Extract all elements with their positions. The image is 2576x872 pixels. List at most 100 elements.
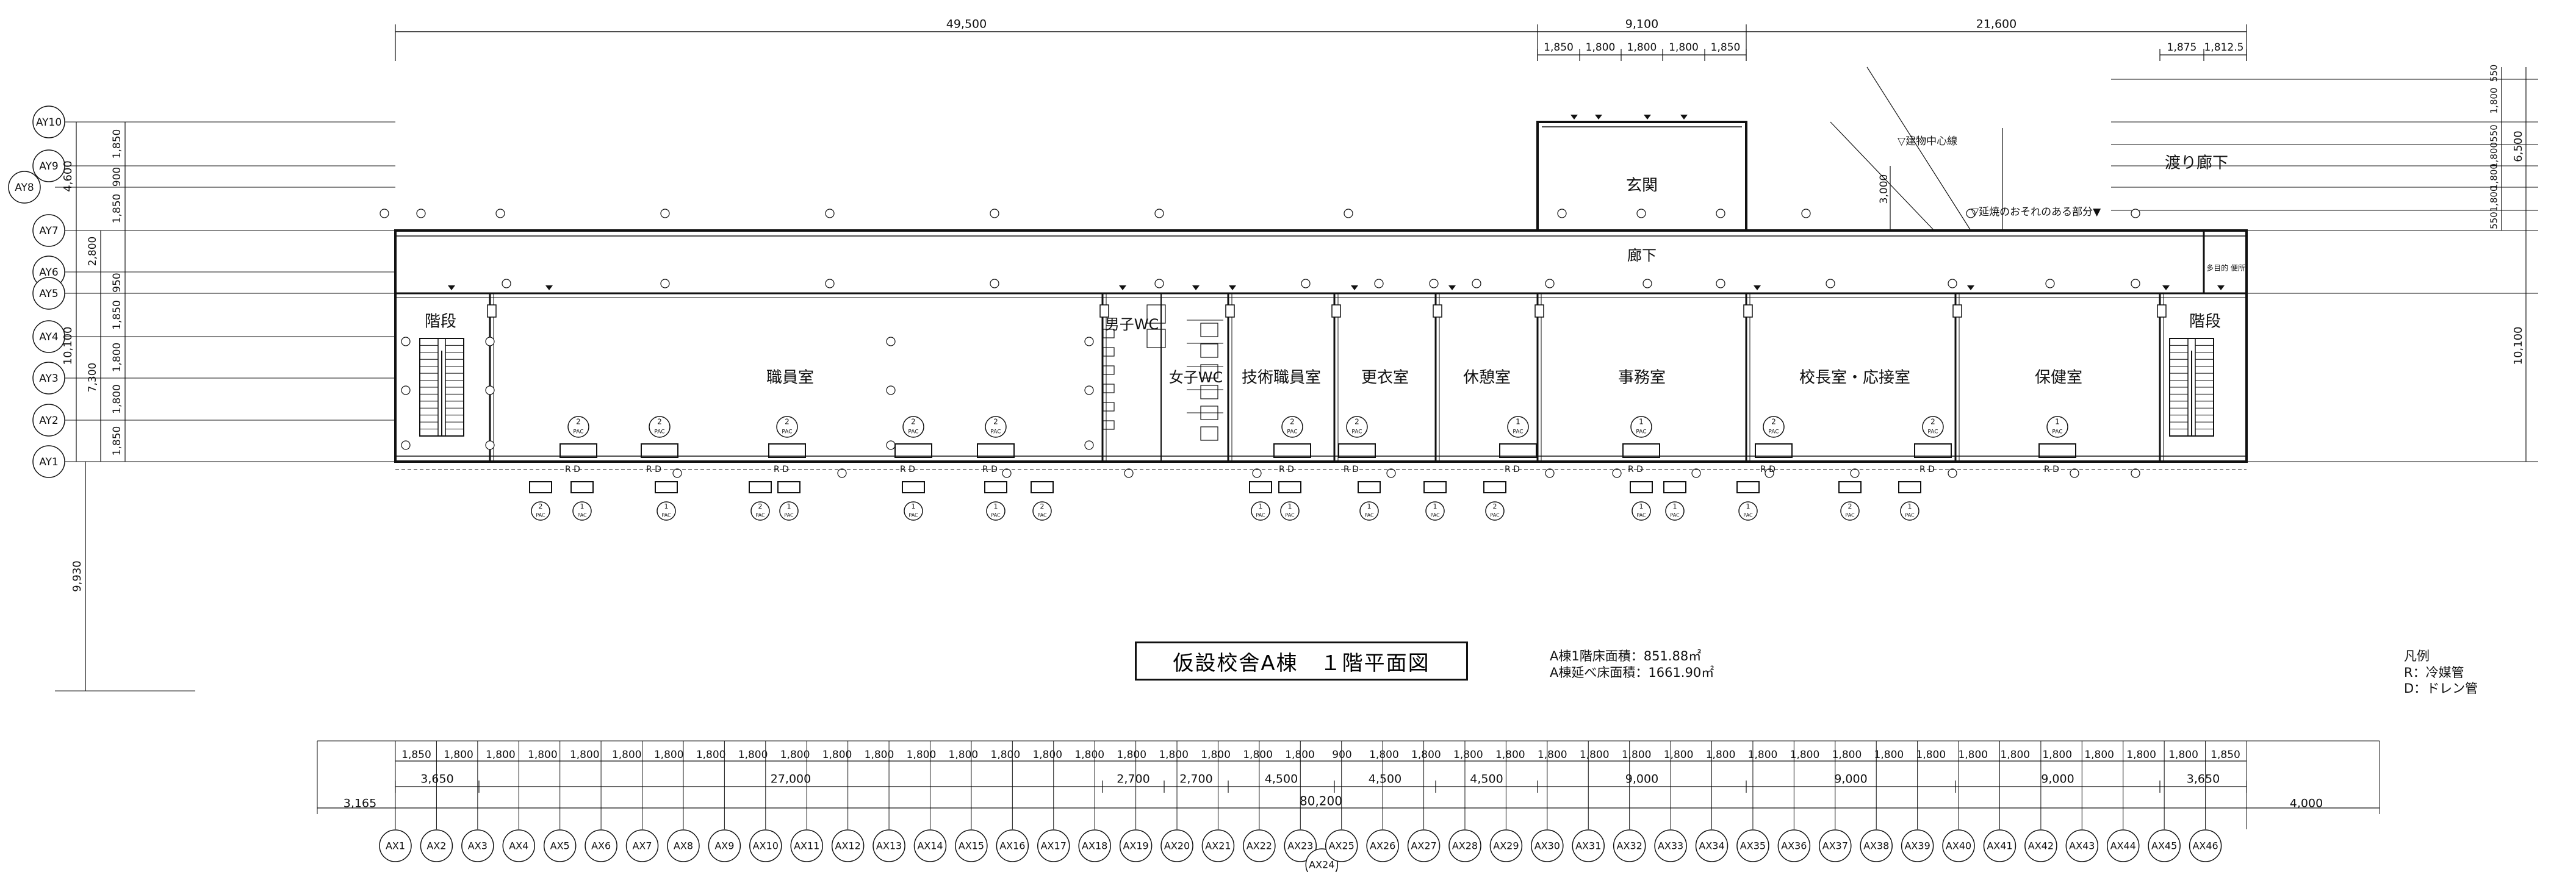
grid-label-y: AY6 [39,266,59,279]
grid-label-x: AX21 [1205,840,1231,852]
pac-indoor-unit [1273,443,1311,458]
dim-left-lower-sub: 1,850 [111,300,123,330]
grid-bubble-x [996,829,1029,862]
pac-indoor-unit [2038,443,2076,458]
dim-left-upper: 4,600 [62,160,74,192]
pac-outdoor-label: PAC [1430,513,1440,518]
vent-symbol [990,209,999,218]
vent-symbol [485,385,495,395]
grid-label-y: AY2 [39,415,59,427]
pac-indoor-bubble [1507,416,1529,438]
pac-outdoor-count: 1 [1908,502,1912,510]
door-arrow [1595,115,1602,120]
vent-symbol [1716,279,1725,288]
room-principal: 校長室・応接室 [1799,369,1910,387]
dim-bay: 1,800 [1622,749,1652,761]
grid-bubble-x [1819,829,1852,862]
pac-outdoor-bubble [1485,501,1505,521]
grid-bubble-x [585,829,617,862]
dim-bay: 1,800 [1916,749,1946,761]
legend-refrigerant: R：冷媒管 [2404,665,2464,680]
dim-bay: 1,800 [528,749,558,761]
dim-group: 3,650 [2187,773,2220,786]
pac-indoor-unit [1622,443,1660,458]
dim-bay: 1,800 [1159,749,1189,761]
pac-indoor-unit [1338,443,1376,458]
dim-bay: 1,850 [2211,749,2240,761]
grid-bubble-x [831,829,865,862]
pac-indoor-count: 2 [911,418,916,426]
pac-indoor-bubble [567,416,589,438]
pac-indoor-unit [977,443,1015,458]
vent-symbol [1084,385,1094,395]
dim-bay: 1,800 [654,749,684,761]
pac-outdoor-bubble [750,501,770,521]
grid-bubble-x [872,829,905,862]
building-outline [394,229,2248,463]
pac-outdoor-count: 1 [1639,502,1644,510]
pac-indoor-unit [768,443,806,458]
drawing-title: 仮設校舎A棟 １階平面図 [1135,641,1468,681]
grid-bubble-x [1160,829,1193,862]
pac-indoor-label: PAC [1287,429,1297,435]
pac-indoor-count: 2 [1930,418,1935,426]
grid-bubble-x [1654,829,1687,862]
dim-bay: 1,800 [907,749,937,761]
vent-symbol [825,279,835,288]
dim-bay: 1,800 [486,749,516,761]
pac-outdoor-bubble [1032,501,1052,521]
dim-bay: 1,800 [1032,749,1062,761]
door-mark [2157,304,2167,318]
dim-top-right-sub: 1,875 [2167,41,2197,54]
dim-bay: 1,800 [1453,749,1483,761]
dim-top-entrance-sub: 1,850 [1544,41,1574,54]
pac-outdoor-bubble [779,501,799,521]
vent-symbol [1948,279,1957,288]
door-mark [1225,304,1235,318]
grid-bubble-x [1777,829,1811,862]
grid-bubble-y [32,362,65,395]
grid-label-x: AX29 [1493,840,1519,852]
room-womens-wc: 女子WC [1169,369,1223,386]
grid-label-y: AY10 [36,116,62,129]
grid-label-x: AX13 [876,840,902,852]
pac-outdoor-label: PAC [1636,513,1646,518]
vent-symbol [1084,337,1094,346]
grid-bubble-x [1078,829,1111,862]
door-arrow [1448,285,1456,290]
pac-outdoor-unit [984,481,1007,493]
pac-outdoor-bubble [1632,501,1651,521]
leader-line [1830,121,1935,231]
grid-bubble-x [2024,829,2057,862]
pac-outdoor-label: PAC [1490,513,1500,518]
pac-outdoor-bubble [572,501,592,521]
door-arrow [2162,285,2170,290]
pac-indoor-count: 2 [1290,418,1295,426]
vent-symbol [1344,209,1353,218]
pac-outdoor-unit [1663,481,1686,493]
vent-symbol [416,209,426,218]
pac-outdoor-unit [1483,481,1506,493]
dim-bay: 1,800 [2042,749,2072,761]
vent-symbol [1002,468,1012,478]
rd-label: R D [900,465,915,474]
vent-symbol [2131,468,2140,478]
grid-bubble-x [625,829,659,862]
grid-label-x: AX2 [426,840,446,852]
pac-outdoor-count: 2 [1493,502,1497,510]
floor-area-total: A棟延べ床面積：1661.90㎡ [1550,665,1714,680]
pac-indoor-label: PAC [1513,429,1523,435]
dim-left-lower: 10,100 [62,327,74,365]
grid-label-x: AX44 [2110,840,2136,852]
dim-right-lower: 10,100 [2512,327,2525,365]
pac-outdoor-count: 2 [1040,502,1045,510]
dim-top-right: 21,600 [1976,18,2017,31]
pac-outdoor-unit [1423,481,1447,493]
grid-label-x: AX22 [1247,840,1272,852]
dim-top-entrance-sub: 1,850 [1711,41,1741,54]
grid-label-x: AX46 [2192,840,2218,852]
grid-label-x: AX19 [1123,840,1148,852]
dim-note-3000: 3,000 [1878,174,1890,204]
door-arrow [1754,285,1761,290]
